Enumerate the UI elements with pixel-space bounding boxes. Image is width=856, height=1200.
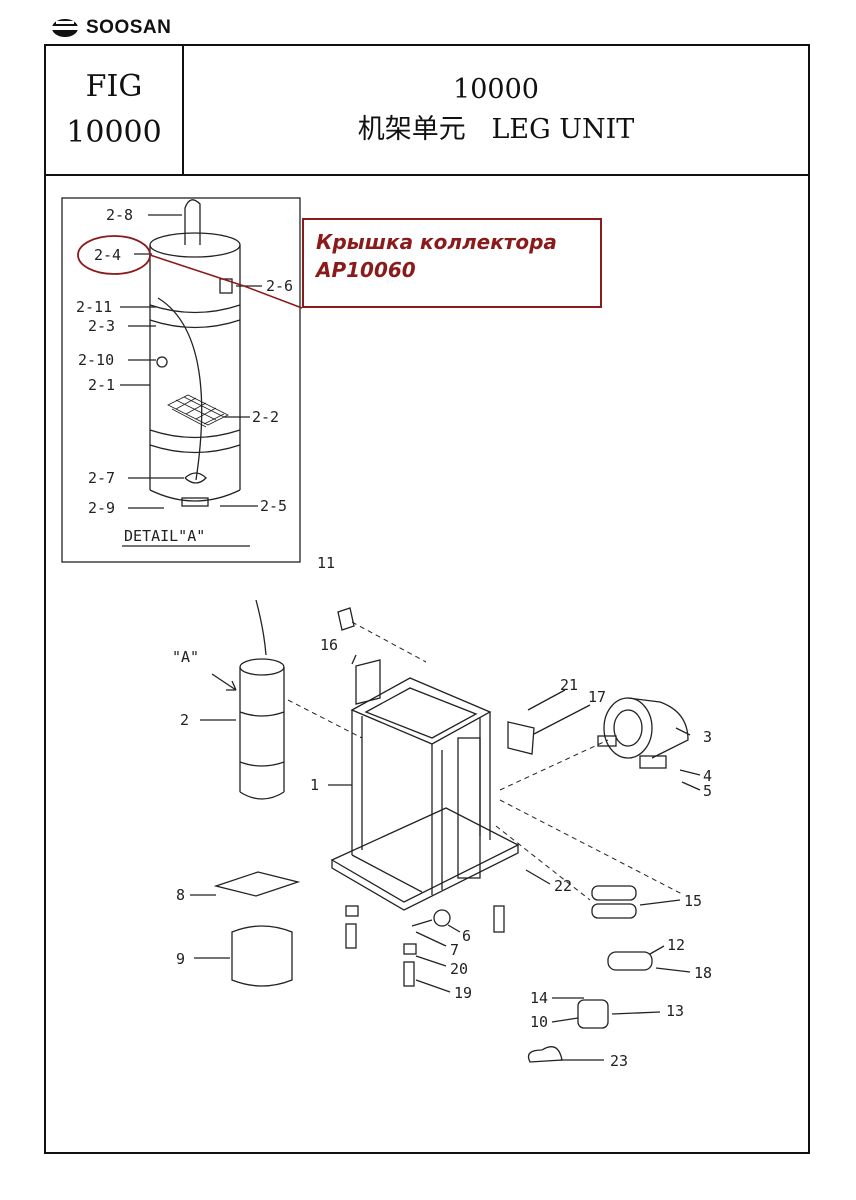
callout-15: 15	[684, 892, 702, 910]
detail-caption: DETAIL"A"	[124, 527, 205, 545]
filter-parts	[213, 871, 301, 987]
detail-callout-2-3: 2-3	[88, 317, 115, 335]
callout-19: 19	[454, 984, 472, 1002]
blower-drawing	[597, 697, 689, 769]
callout-7: 7	[450, 941, 459, 959]
detail-callout-2-4: 2-4	[94, 246, 121, 264]
callout-11: 11	[317, 554, 335, 572]
detail-callout-labels: 2-8 2-4 2-6 2-11 2-3 2-10 2-1 2-2 2-7 2-…	[76, 206, 293, 545]
callout-2: 2	[180, 711, 189, 729]
fig-cell: FIG 10000	[46, 46, 184, 174]
callout-3: 3	[703, 728, 712, 746]
detail-callout-2-9: 2-9	[88, 499, 115, 517]
callout-8: 8	[176, 886, 185, 904]
callout-6: 6	[462, 927, 471, 945]
note-line-1: Крышка коллектора	[316, 230, 557, 254]
callout-10: 10	[530, 1013, 548, 1031]
callout-1: 1	[310, 776, 319, 794]
callout-17: 17	[588, 688, 606, 706]
title-block: FIG 10000 10000 机架单元 LEG UNIT	[46, 46, 808, 176]
detail-callout-2-7: 2-7	[88, 469, 115, 487]
detail-callout-2-11: 2-11	[76, 298, 112, 316]
collector-part-2	[239, 599, 285, 800]
detail-callout-2-1: 2-1	[88, 376, 115, 394]
drawing-frame: FIG 10000 10000 机架单元 LEG UNIT	[44, 44, 810, 1154]
title-cell: 10000 机架单元 LEG UNIT	[184, 46, 808, 174]
callout-4: 4	[703, 767, 712, 785]
title-text: 机架单元 LEG UNIT	[357, 114, 635, 145]
brand-name: SOOSAN	[86, 17, 172, 38]
callout-9: 9	[176, 950, 185, 968]
assembly-dashed-lines	[287, 621, 683, 901]
callout-13: 13	[666, 1002, 684, 1020]
detail-callout-2-2: 2-2	[252, 408, 279, 426]
detail-callout-2-10: 2-10	[78, 351, 114, 369]
detail-callout-2-6: 2-6	[266, 277, 293, 295]
detail-leader-lines	[120, 214, 262, 547]
leg-frame-drawing	[330, 659, 535, 911]
detail-collector-drawing	[149, 199, 241, 507]
callout-12: 12	[667, 936, 685, 954]
detail-a-frame	[61, 197, 301, 563]
brand-header: SOOSAN	[50, 14, 171, 42]
arrow-a	[211, 673, 237, 691]
note-line-2: AP10060	[316, 258, 416, 282]
callout-20: 20	[450, 960, 468, 978]
note-leader-line	[149, 254, 303, 309]
fig-label: FIG	[85, 69, 143, 104]
hardware-parts	[337, 607, 505, 987]
collector-cover-note: Крышка коллектора AP10060	[302, 218, 602, 308]
soosan-logo-icon	[50, 19, 80, 37]
main-callout-labels: "A" 11 16 21 17 3 4 5 2 1 22 15 8 6 7 20…	[172, 554, 712, 1070]
callout-21: 21	[560, 676, 578, 694]
detail-callout-2-5: 2-5	[260, 497, 287, 515]
detail-callout-2-8: 2-8	[106, 206, 133, 224]
view-ref-a: "A"	[172, 648, 199, 666]
valve-parts	[527, 885, 653, 1063]
callout-23: 23	[610, 1052, 628, 1070]
callout-18: 18	[694, 964, 712, 982]
fig-number: 10000	[66, 115, 162, 150]
title-number: 10000	[453, 74, 539, 105]
detail-mesh	[167, 394, 229, 428]
callout-22: 22	[554, 877, 572, 895]
callout-5: 5	[703, 782, 712, 800]
main-leader-lines	[190, 654, 701, 1061]
callout-16: 16	[320, 636, 338, 654]
callout-14: 14	[530, 989, 548, 1007]
